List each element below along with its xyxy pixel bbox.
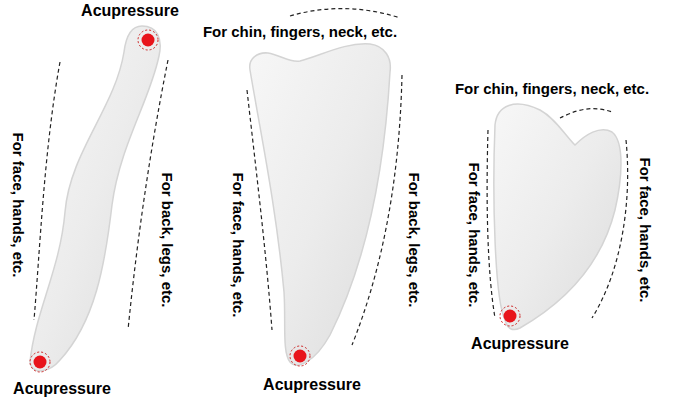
stone-middle [250,44,391,365]
dashed-guide [34,62,60,320]
acupressure-ring [290,346,310,366]
acupressure-dot [294,350,307,363]
use-label: For back, legs, etc. [160,172,175,307]
use-label: For face, hands, etc. [467,162,482,307]
acupressure-dot [142,34,155,47]
dashed-guide [560,109,612,118]
dashed-guide [352,75,402,345]
use-label: For chin, fingers, neck, etc. [203,24,397,39]
use-label: For chin, fingers, neck, etc. [455,81,649,96]
acupressure-dot [504,310,517,323]
point-label: Acupressure [263,377,361,393]
use-label: For face, hands, etc. [638,157,653,302]
point-label: Acupressure [471,336,569,352]
dashed-guide [592,140,628,318]
acupressure-ring [500,306,520,326]
point-label: Acupressure [13,381,111,397]
use-label: For back, legs, etc. [407,172,422,307]
point-label: Acupressure [81,3,179,19]
acupressure-ring [138,30,158,50]
dashed-guide [487,130,495,318]
use-label: For face, hands, etc. [11,132,26,277]
use-label: For face, hands, etc. [231,172,246,317]
stone-left [30,26,160,371]
stone-right [494,104,621,329]
dashed-guide [290,9,400,18]
acupressure-dot [34,356,47,369]
dashed-guide [247,90,272,330]
acupressure-ring [30,352,50,372]
